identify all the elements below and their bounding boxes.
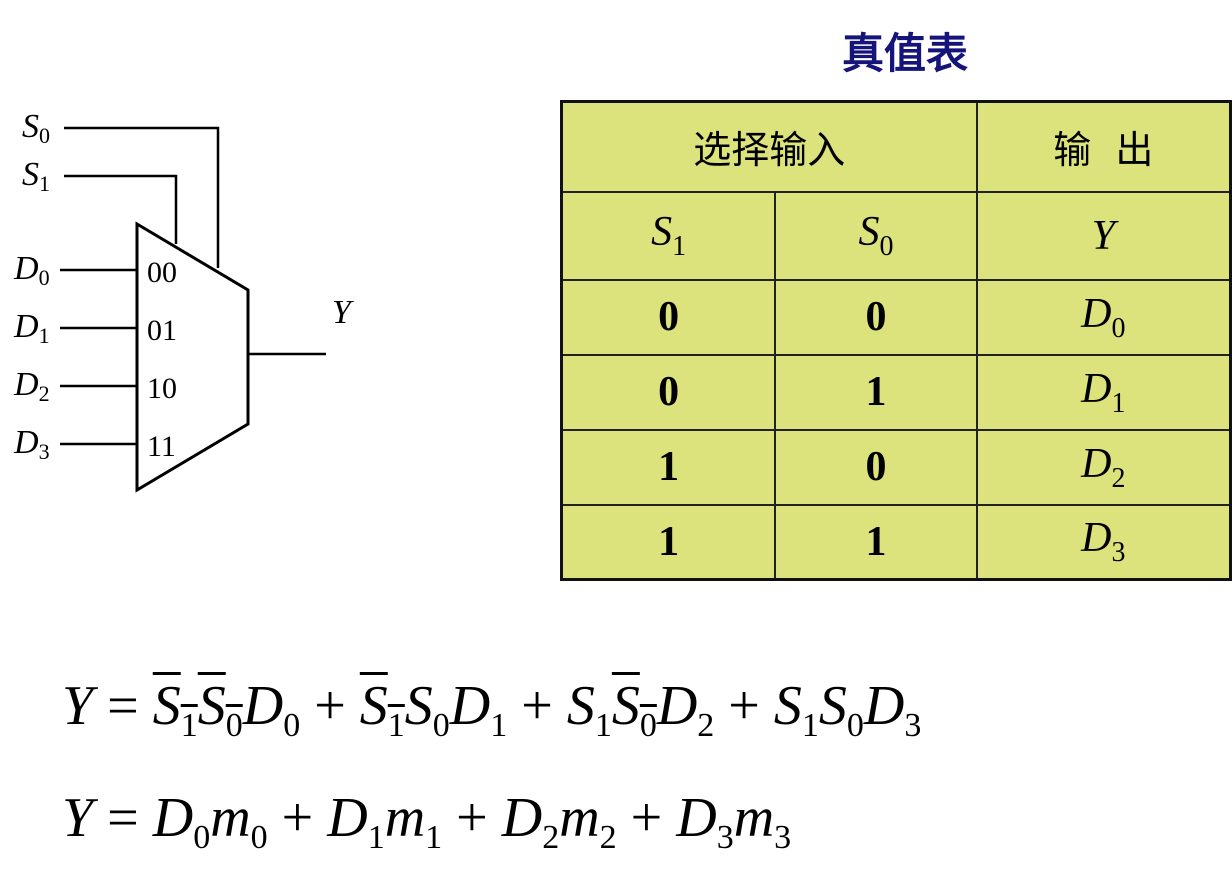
truth-row: 0 1 D1 xyxy=(560,353,1232,431)
cell-s1: 0 xyxy=(560,353,777,431)
table-title: 真值表 xyxy=(841,29,968,78)
plus-sign: + xyxy=(630,787,663,849)
variable: S1 xyxy=(773,675,819,744)
port-code-10: 10 xyxy=(147,372,177,405)
header-select-cell: 选择输入 xyxy=(559,100,978,193)
bit-s1: 0 xyxy=(658,369,680,415)
label-d0: D0 xyxy=(14,250,50,290)
plus-sign: + xyxy=(281,787,314,849)
header-output-cell: 输 出 xyxy=(975,100,1232,193)
mux-wiring xyxy=(60,126,326,493)
plus-sign: + xyxy=(456,787,488,849)
col-s0: S0 xyxy=(858,209,894,262)
variable: m1 xyxy=(384,787,443,856)
variable: D1 xyxy=(327,787,385,856)
label-d1: D1 xyxy=(14,308,50,348)
cell-y: D3 xyxy=(975,503,1232,581)
cell-y: D0 xyxy=(975,278,1232,356)
variable: m2 xyxy=(559,787,617,856)
cell-s0: 0 xyxy=(774,428,978,506)
mux-diagram: S0 S1 D0 D1 D2 D3 00 01 10 11 Y xyxy=(0,0,560,560)
cell-s1: 1 xyxy=(560,428,777,506)
output-var: D1 xyxy=(1081,365,1126,419)
col-s0-cell: S0 xyxy=(774,190,978,281)
plus-sign: + xyxy=(521,675,553,737)
label-s0: S0 xyxy=(22,108,50,148)
cell-s0: 1 xyxy=(774,353,978,431)
cell-y: D2 xyxy=(975,428,1232,506)
variable: S1 xyxy=(566,675,612,744)
variable: D2 xyxy=(501,787,560,856)
variable: S0 xyxy=(404,675,450,744)
variable: D2 xyxy=(656,675,715,744)
header-output: 输 出 xyxy=(1053,128,1154,173)
cell-y: D1 xyxy=(975,353,1232,431)
table-var-row: S1 S0 Y xyxy=(560,190,1232,281)
equation-lhs: Y xyxy=(62,675,94,737)
s1-wire xyxy=(64,174,178,244)
variable: S0 xyxy=(818,675,864,744)
equals-sign: = xyxy=(107,787,139,849)
bit-s1: 1 xyxy=(658,444,680,490)
cell-s0: 0 xyxy=(774,278,978,356)
equation-lhs: Y xyxy=(62,787,94,849)
truth-row: 1 1 D3 xyxy=(560,503,1232,581)
output-var: D2 xyxy=(1081,440,1126,494)
variable: m0 xyxy=(210,787,268,856)
s0-wire xyxy=(64,126,220,268)
output-var: D3 xyxy=(1081,515,1126,569)
equals-sign: = xyxy=(107,675,139,737)
complemented-variable: S1 xyxy=(359,675,405,744)
variable: D1 xyxy=(449,675,508,744)
table-header-row: 选择输入 输 出 xyxy=(559,100,1232,193)
cell-s0: 1 xyxy=(774,503,978,581)
cell-s1: 1 xyxy=(560,503,777,581)
bit-s0: 0 xyxy=(865,444,887,490)
output-var: D0 xyxy=(1081,290,1126,344)
bit-s0: 0 xyxy=(865,294,887,340)
col-y: Y xyxy=(1091,212,1115,259)
equation-minterms: Y=D0m0+D1m1+D2m2+D3m3 xyxy=(62,790,791,855)
col-s1-cell: S1 xyxy=(560,190,777,281)
complemented-variable: S0 xyxy=(611,675,657,744)
plus-sign: + xyxy=(728,675,760,737)
label-d3: D3 xyxy=(14,424,50,464)
variable: D0 xyxy=(152,787,211,856)
col-y-cell: Y xyxy=(975,190,1232,281)
cell-s1: 0 xyxy=(560,278,777,356)
plus-sign: + xyxy=(314,675,346,737)
header-select: 选择输入 xyxy=(693,128,846,173)
mux-body xyxy=(135,221,250,493)
label-d2: D2 xyxy=(14,366,50,406)
truth-row: 1 0 D2 xyxy=(560,428,1232,506)
bit-s1: 0 xyxy=(658,294,680,340)
complemented-variable: S0 xyxy=(197,675,243,744)
port-code-01: 01 xyxy=(147,314,177,347)
bit-s1: 1 xyxy=(658,518,680,565)
variable: D0 xyxy=(242,675,301,744)
label-y: Y xyxy=(332,294,351,331)
truth-row: 0 0 D0 xyxy=(560,278,1232,356)
variable: m3 xyxy=(733,787,792,856)
port-code-00: 00 xyxy=(147,256,177,289)
port-code-11: 11 xyxy=(147,430,176,463)
equation-sum-of-products: Y=S1S0D0+S1S0D1+S1S0D2+S1S0D3 xyxy=(62,678,921,743)
label-s1: S1 xyxy=(22,156,50,196)
variable: D3 xyxy=(863,675,922,744)
bit-s0: 1 xyxy=(865,518,887,565)
complemented-variable: S1 xyxy=(152,675,198,744)
variable: D3 xyxy=(676,787,734,856)
col-s1: S1 xyxy=(651,209,687,262)
bit-s0: 1 xyxy=(865,369,887,415)
